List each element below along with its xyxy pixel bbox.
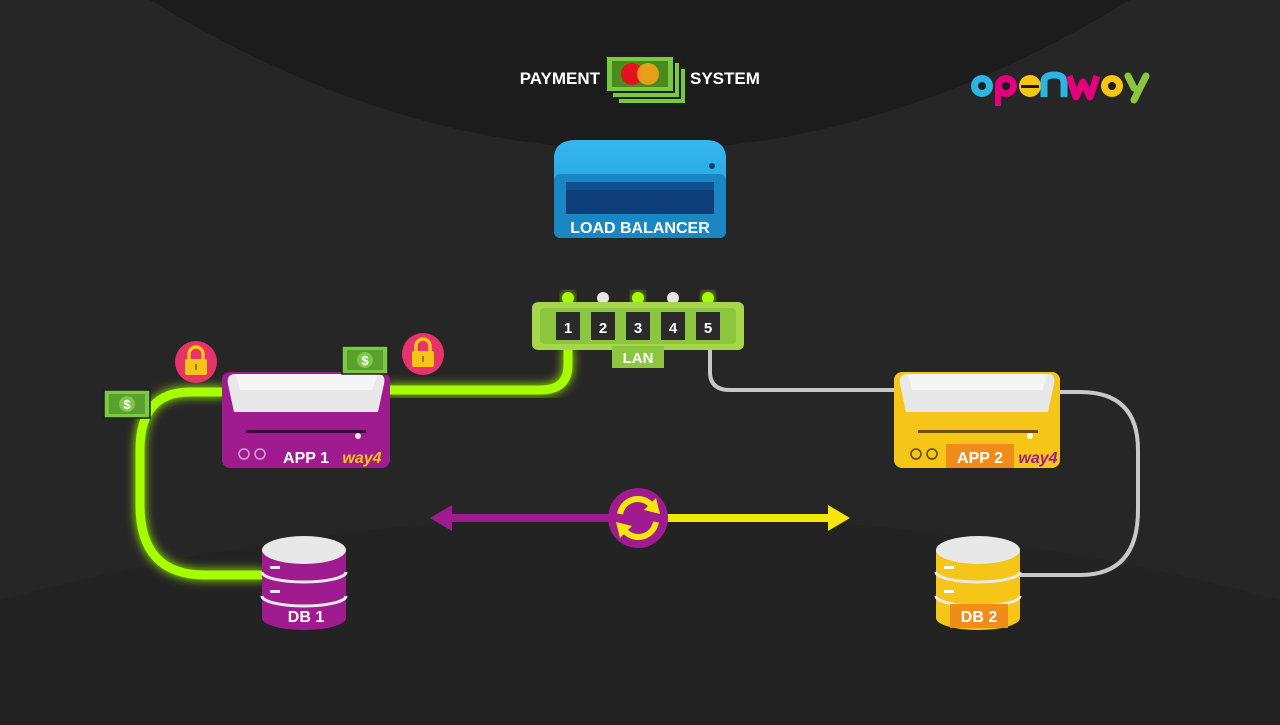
port-led-1 <box>562 292 574 304</box>
lan-port-2[interactable]: 2 <box>591 312 615 340</box>
payment-label: PAYMENT <box>520 69 601 88</box>
replication-arrow <box>430 488 850 548</box>
db1-label: DB 1 <box>288 609 325 626</box>
lan-switch[interactable]: 1 2 3 4 5 LAN <box>532 292 744 368</box>
load-balancer-label: LOAD BALANCER <box>570 220 710 237</box>
lan-port-1[interactable]: 1 <box>556 312 580 340</box>
app2-label: APP 2 <box>957 450 1003 467</box>
port-led-4 <box>667 292 679 304</box>
money-icon-right: $ <box>341 345 389 375</box>
link-lan-app1 <box>383 345 573 395</box>
lan-port-4[interactable]: 4 <box>661 312 685 340</box>
lan-port-5[interactable]: 5 <box>696 312 720 340</box>
sync-icon <box>616 496 660 540</box>
openway-logo <box>971 71 1150 106</box>
svg-text:1: 1 <box>564 320 572 337</box>
db1-database[interactable]: DB 1 <box>260 536 348 630</box>
payment-cards-icon <box>605 55 687 105</box>
lan-label: LAN <box>623 350 654 367</box>
port-led-2 <box>597 292 609 304</box>
replication-arrow-left-head <box>430 505 452 531</box>
svg-text:3: 3 <box>634 320 642 337</box>
lan-label-plate <box>612 346 664 368</box>
link-app1-db1 <box>135 387 267 580</box>
replication-arrow-right-head <box>828 505 850 531</box>
app2-way4-logo: way4 <box>1018 450 1057 467</box>
lock-icon-right <box>402 333 444 375</box>
db2-label: DB 2 <box>961 609 998 626</box>
link-app2-db2 <box>1018 390 1140 577</box>
svg-text:5: 5 <box>704 320 712 337</box>
port-led-5 <box>702 292 714 304</box>
port-led-3 <box>632 292 644 304</box>
db2-database[interactable]: DB 2 <box>934 536 1022 630</box>
app1-server[interactable]: APP 1 way4 <box>222 372 390 468</box>
lan-port-3[interactable]: 3 <box>626 312 650 340</box>
link-lan-app2 <box>708 350 906 392</box>
lock-icon-left <box>175 341 217 383</box>
app2-server[interactable]: APP 2 way4 <box>894 372 1060 468</box>
money-symbol-left: $ <box>123 397 131 412</box>
load-balancer[interactable]: LOAD BALANCER <box>554 140 726 238</box>
money-icon-left: $ <box>103 389 151 419</box>
svg-text:2: 2 <box>599 320 607 337</box>
system-label: SYSTEM <box>690 69 760 88</box>
app1-way4-logo: way4 <box>342 450 381 467</box>
svg-text:4: 4 <box>669 320 678 337</box>
app1-label: APP 1 <box>283 450 329 467</box>
money-symbol-right: $ <box>361 353 369 368</box>
